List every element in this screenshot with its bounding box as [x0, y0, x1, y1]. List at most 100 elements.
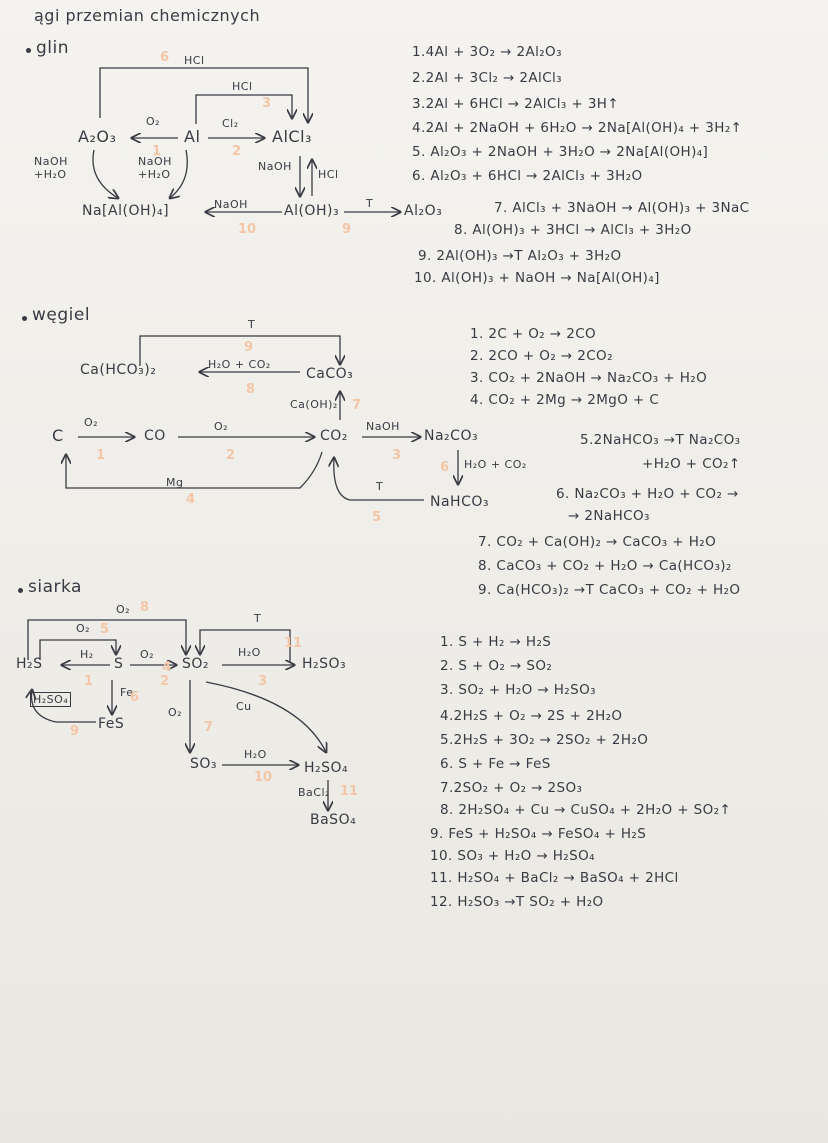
compound-node: FeS — [98, 716, 125, 732]
compound-node: NaHCO₃ — [430, 494, 489, 510]
reagent-label: NaOH +H₂O — [138, 155, 172, 181]
equation-line: 9. FeS + H₂SO₄ → FeSO₄ + H₂S — [430, 826, 647, 842]
section-heading-wegiel: węgiel — [32, 305, 91, 325]
step-number: 11 — [340, 784, 359, 799]
equation-line: 4. CO₂ + 2Mg → 2MgO + C — [470, 392, 660, 408]
step-number: 4 — [162, 660, 172, 675]
reagent-label: Cl₂ — [222, 117, 239, 130]
step-number: 6 — [130, 690, 140, 705]
reagent-label: BaCl₂ — [298, 786, 330, 799]
step-number: 3 — [262, 96, 272, 111]
step-number: 10 — [238, 222, 257, 237]
equation-line: 9. Ca(HCO₃)₂ →T CaCO₃ + CO₂ + H₂O — [478, 582, 741, 598]
reagent-label: Fe — [120, 686, 134, 699]
step-number: 1 — [84, 674, 94, 689]
equation-line: 6. S + Fe → FeS — [440, 756, 551, 772]
reagent-label: O₂ — [76, 622, 91, 635]
step-number: 2 — [226, 448, 236, 463]
reagent-label: NaOH — [258, 160, 292, 173]
step-number: 6 — [160, 50, 170, 65]
compound-node: Al(OH)₃ — [284, 203, 340, 219]
step-number: 5 — [372, 510, 382, 525]
reagent-label: O₂ — [214, 420, 229, 433]
equation-line: +H₂O + CO₂↑ — [642, 456, 741, 472]
reagent-label: NaOH — [366, 420, 400, 433]
reagent-label: T — [248, 318, 256, 331]
section-bullet — [18, 588, 23, 593]
step-number: 6 — [440, 460, 450, 475]
reagent-label: HCl — [184, 54, 205, 67]
compound-node: H₂S — [16, 656, 43, 672]
reagent-label: O₂ — [84, 416, 99, 429]
compound-node: H₂SO₃ — [302, 656, 347, 672]
reagent-label: H₂O + CO₂ — [464, 458, 527, 471]
equation-line: 6. Na₂CO₃ + H₂O + CO₂ → — [556, 486, 739, 502]
equation-line: 2. 2CO + O₂ → 2CO₂ — [470, 348, 613, 364]
compound-node: SO₂ — [182, 656, 210, 672]
equation-line: 11. H₂SO₄ + BaCl₂ → BaSO₄ + 2HCl — [430, 870, 679, 886]
equation-line: 5.2NaHCO₃ →T Na₂CO₃ — [580, 432, 741, 448]
reagent-label: HCl — [232, 80, 253, 93]
compound-node: Na₂CO₃ — [424, 428, 479, 444]
equation-line: 1. 2C + O₂ → 2CO — [470, 326, 597, 342]
reagent-label: Mg — [166, 476, 184, 489]
equation-line: 10. SO₃ + H₂O → H₂SO₄ — [430, 848, 595, 864]
step-number: 1 — [96, 448, 106, 463]
step-number: 2 — [232, 144, 242, 159]
step-number: 2 — [160, 674, 170, 689]
reagent-label: T — [254, 612, 262, 625]
step-number: 9 — [244, 340, 254, 355]
step-number: 9 — [342, 222, 352, 237]
compound-node: BaSO₄ — [310, 812, 357, 828]
reagent-label: NaOH +H₂O — [34, 155, 68, 181]
reagent-label: NaOH — [214, 198, 248, 211]
equation-line: 8. CaCO₃ + CO₂ + H₂O → Ca(HCO₃)₂ — [478, 558, 732, 574]
compound-node: H₂SO₄ — [304, 760, 349, 776]
page-title: ągi przemian chemicznych — [34, 6, 261, 25]
reagent-label: O₂ — [168, 706, 183, 719]
reagent-label: H₂SO₄ — [30, 692, 72, 707]
equation-line: 5. Al₂O₃ + 2NaOH + 3H₂O → 2Na[Al(OH)₄] — [412, 144, 709, 160]
compound-node: CO — [144, 428, 166, 444]
equation-line: 3. SO₂ + H₂O → H₂SO₃ — [440, 682, 596, 698]
reagent-label: T — [366, 197, 374, 210]
reagent-label: O₂ — [140, 648, 155, 661]
step-number: 8 — [140, 600, 150, 615]
compound-node: SO₃ — [190, 756, 218, 772]
equation-line: 7. AlCl₃ + 3NaOH → Al(OH)₃ + 3NaC — [494, 200, 750, 216]
step-number: 8 — [246, 382, 256, 397]
reagent-label: Cu — [236, 700, 252, 713]
step-number: 9 — [70, 724, 80, 739]
equation-line: 10. Al(OH)₃ + NaOH → Na[Al(OH)₄] — [414, 270, 660, 286]
compound-node: S — [114, 656, 124, 672]
step-number: 5 — [100, 622, 110, 637]
compound-node: C — [52, 426, 64, 445]
compound-node: CaCO₃ — [306, 366, 354, 382]
reagent-label: H₂O — [238, 646, 261, 659]
compound-node: A₂O₃ — [78, 127, 117, 146]
step-number: 4 — [186, 492, 196, 507]
reagent-label: HCl — [318, 168, 339, 181]
step-number: 3 — [258, 674, 268, 689]
reagent-label: H₂O — [244, 748, 267, 761]
equation-line: → 2NaHCO₃ — [568, 508, 650, 524]
equation-line: 7.2SO₂ + O₂ → 2SO₃ — [440, 780, 583, 796]
step-number: 1 — [152, 144, 162, 159]
reagent-label: H₂O + CO₂ — [208, 358, 271, 371]
equation-line: 12. H₂SO₃ →T SO₂ + H₂O — [430, 894, 604, 910]
equation-line: 8. Al(OH)₃ + 3HCl → AlCl₃ + 3H₂O — [454, 222, 692, 238]
section-bullet — [26, 48, 31, 53]
compound-node: CO₂ — [320, 428, 348, 444]
compound-node: AlCl₃ — [272, 127, 312, 146]
reagent-label: O₂ — [146, 115, 161, 128]
compound-node: Al₂O₃ — [404, 203, 443, 219]
equation-line: 1. S + H₂ → H₂S — [440, 634, 552, 650]
equation-line: 7. CO₂ + Ca(OH)₂ → CaCO₃ + H₂O — [478, 534, 717, 550]
equation-line: 4.2H₂S + O₂ → 2S + 2H₂O — [440, 708, 623, 724]
reagent-label: H₂ — [80, 648, 94, 661]
step-number: 11 — [284, 636, 303, 651]
equation-line: 6. Al₂O₃ + 6HCl → 2AlCl₃ + 3H₂O — [412, 168, 643, 184]
equation-line: 3.2Al + 6HCl → 2AlCl₃ + 3H↑ — [412, 96, 620, 112]
